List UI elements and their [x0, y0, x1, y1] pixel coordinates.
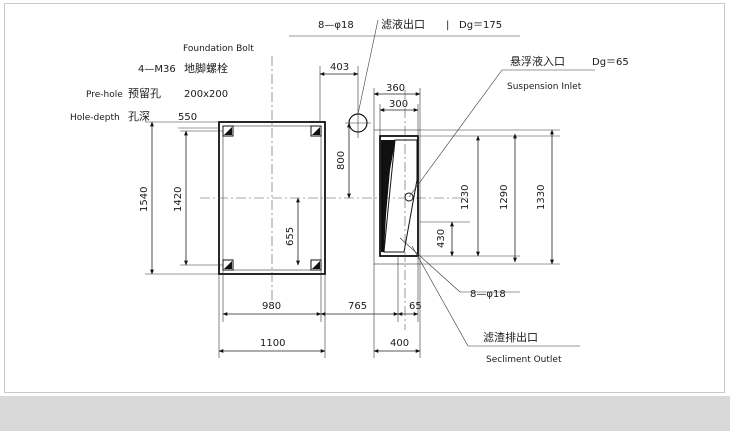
label-prehole-size: 200x200 [184, 89, 228, 100]
label-sediment-en: Secliment Outlet [486, 355, 562, 365]
label-sediment-cn: 滤渣排出口 [483, 330, 538, 344]
dim-1420: 1420 [173, 187, 184, 212]
dim-980: 980 [262, 301, 281, 312]
label-filtrate-dg: Dg＝175 [459, 20, 502, 31]
dim-800: 800 [336, 151, 347, 170]
dim-360: 360 [386, 83, 405, 94]
dim-1540: 1540 [139, 187, 150, 212]
dim-300: 300 [389, 99, 408, 110]
label-inlet-dg: Dg＝65 [592, 57, 629, 68]
label-bottom-holes: 8—φ18 [470, 289, 506, 300]
label-bolt-spec: 4—M36 [138, 64, 176, 75]
filter-cone [383, 139, 418, 253]
footer-bar [0, 396, 730, 431]
label-inlet-en: Suspension Inlet [507, 82, 582, 92]
label-foundation-bolt: Foundation Bolt [183, 44, 254, 54]
label-hole-depth: Hole-depth [70, 113, 120, 123]
dim-400: 400 [390, 338, 409, 349]
label-hole-depth-val: 550 [178, 112, 197, 123]
dim-1230: 1230 [460, 185, 471, 210]
label-hole-depth-cn: 孔深 [128, 110, 150, 123]
dim-655: 655 [285, 227, 296, 246]
label-prehole-cn: 预留孔 [128, 87, 161, 100]
dim-1330: 1330 [536, 185, 547, 210]
bolt-hole-icon [222, 125, 234, 137]
dimension-lines [145, 35, 560, 358]
label-top-sep: | [446, 20, 449, 31]
label-top-holes: 8—φ18 [318, 20, 354, 31]
filter-element [381, 140, 395, 252]
side-frame-outer [373, 129, 421, 265]
side-frame-inner [379, 135, 419, 257]
dim-765: 765 [348, 301, 367, 312]
filtrate-outlet [345, 19, 379, 138]
dim-1290: 1290 [499, 185, 510, 210]
bolt-hole-icon [310, 125, 322, 137]
side-view [373, 69, 595, 347]
label-filtrate-cn: 滤液出口 [381, 17, 425, 31]
dim-403: 403 [330, 62, 349, 73]
dim-1100: 1100 [260, 338, 285, 349]
bolt-hole-icon [310, 259, 322, 271]
dim-65: 65 [409, 301, 422, 312]
plan-view [178, 56, 470, 300]
label-bolt-cn: 地脚螺栓 [184, 61, 228, 75]
text-labels: Foundation Bolt 4—M36 地脚螺栓 Pre-hole 预留孔 … [70, 17, 629, 365]
label-prehole: Pre-hole [86, 90, 123, 100]
dim-430: 430 [436, 229, 447, 248]
bolt-hole-icon [222, 259, 234, 271]
label-inlet-cn: 悬浮液入口 [510, 54, 565, 68]
